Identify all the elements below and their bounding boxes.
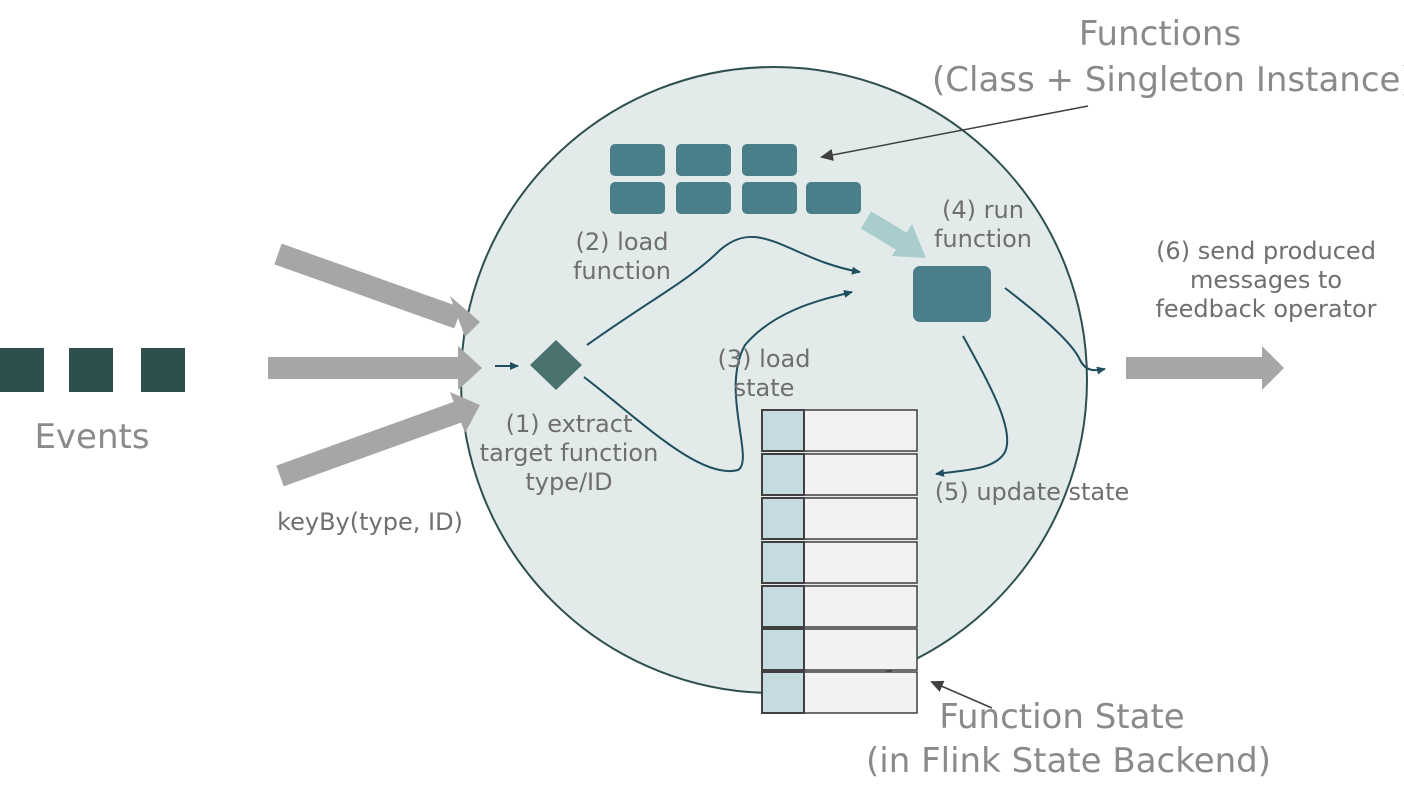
input-arrow-bottom [276,392,480,487]
send-messages-curve [1004,287,1106,375]
step5-label: (5) update state [934,478,1130,506]
event-block [141,348,185,392]
state-table [761,409,918,714]
state-key-cell [761,585,805,628]
state-key-cell [761,628,805,671]
keyby-label: keyBy(type, ID) [277,508,463,536]
step4-label: (4) run function [926,196,1040,254]
step1-line3: type/ID [525,467,613,496]
step1-label: (1) extract target function type/ID [470,410,668,496]
events-label: Events [34,417,150,457]
step2-label: (2) load function [560,228,684,286]
function-state-subtitle: (in Flink State Backend) [866,741,1272,781]
input-arrow-top [274,243,480,337]
step3-line1: (3) load [717,345,811,373]
event-block [0,348,44,392]
input-arrow-middle [268,346,482,390]
function-block [610,144,665,176]
state-key-cell [761,409,805,452]
step4-line1: (4) run [942,196,1024,224]
step1-line2: target function [479,438,659,467]
load-function-curve [586,235,861,346]
function-block [742,182,797,214]
function-block [676,182,731,214]
load-state-curve [583,290,853,473]
function-block [676,144,731,176]
state-key-cell [761,453,805,496]
functions-pointer-arrow [820,105,1089,161]
run-function-arrow [860,211,926,258]
functions-title: Functions [1078,14,1242,54]
step1-line1: (1) extract [505,410,633,438]
extract-diamond [530,340,582,390]
function-block [806,182,861,214]
state-pointer-arrow [930,680,993,709]
step6-line2: messages to [1189,265,1343,294]
step6-line3: feedback operator [1155,294,1377,323]
function-block [610,182,665,214]
functions-subtitle: (Class + Singleton Instance) [932,60,1404,100]
step3-line2: state [733,373,795,402]
running-function-block [913,266,991,322]
update-state-curve [935,335,1009,477]
function-block [742,144,797,176]
step3-label: (3) load state [708,345,820,403]
event-block [69,348,113,392]
state-key-cell [761,671,805,714]
state-key-cell [761,497,805,540]
step2-line1: (2) load [575,228,669,256]
step4-line2: function [933,224,1033,253]
step2-line2: function [572,256,672,285]
state-key-cell [761,541,805,584]
output-arrow [1126,346,1284,390]
step6-line1: (6) send produced [1156,237,1376,265]
function-state-title: Function State [939,697,1185,737]
step6-label: (6) send produced messages to feedback o… [1140,237,1392,323]
